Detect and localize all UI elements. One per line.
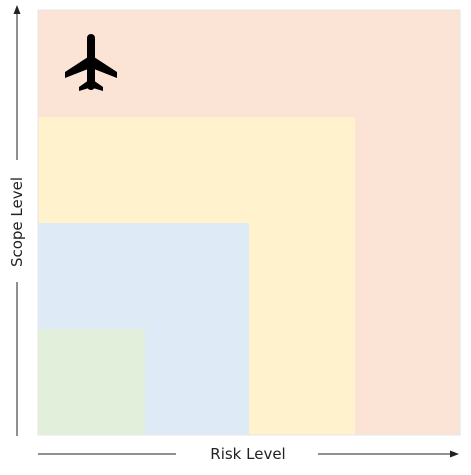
x-axis-label: Risk Level bbox=[210, 445, 285, 463]
airplane-icon bbox=[65, 34, 117, 91]
y-axis: Scope Level bbox=[8, 5, 26, 436]
diagram-frame bbox=[37, 9, 461, 436]
x-axis: Risk Level bbox=[38, 445, 459, 463]
y-axis-label: Scope Level bbox=[8, 177, 26, 267]
x-axis-arrowhead bbox=[450, 450, 459, 458]
inner-zone bbox=[38, 329, 145, 435]
y-axis-arrowhead bbox=[13, 5, 21, 14]
